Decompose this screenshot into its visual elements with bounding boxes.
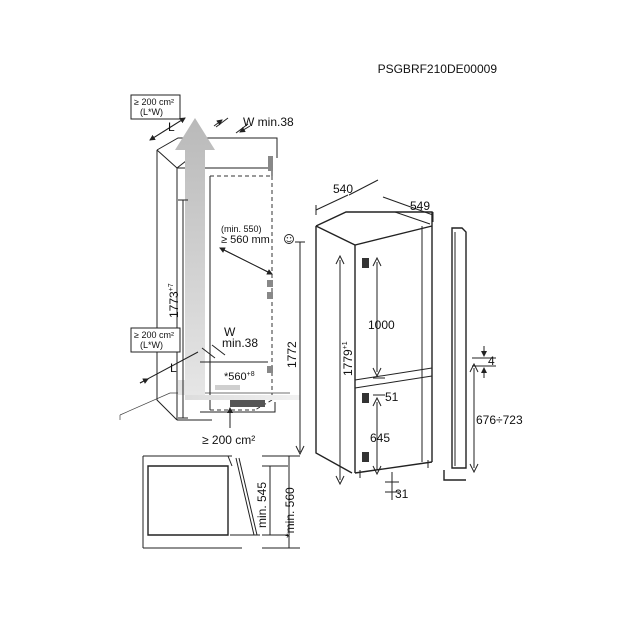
dim-l-bottom: L — [170, 361, 177, 375]
dim-w-top: W min.38 — [243, 115, 294, 129]
svg-text:(L*W): (L*W) — [140, 107, 163, 117]
dim-width: 540 — [333, 182, 353, 196]
dim-plan-min-545: min. 545 — [255, 482, 269, 528]
dim-appliance-height: 1779+1 — [341, 341, 355, 376]
dim-door-offset: 4 — [488, 354, 495, 368]
dim-l-top: L — [168, 120, 175, 134]
vent-top-label: ≥ 200 cm² (L*W) — [130, 94, 181, 120]
dim-w-bottom-min: min.38 — [222, 336, 258, 350]
dim-plan-min-560: *min. 560 — [283, 487, 297, 538]
vent-bottom-label: ≥ 200 cm² (L*W) — [130, 327, 181, 353]
diagram-code: PSGBRF210DE00009 — [378, 62, 498, 76]
door-panel-side — [443, 227, 467, 481]
dim-bottom: 31 — [395, 487, 409, 501]
smiley-icon — [284, 234, 294, 244]
dim-floor-vent: ≥ 200 cm² — [202, 433, 255, 447]
plan-view — [142, 455, 260, 549]
dim-install-height: 1772 — [285, 341, 299, 368]
dim-gap: 51 — [385, 390, 399, 404]
dim-depth-min: (min. 550) — [221, 224, 262, 234]
dim-hinge-range: 676÷723 — [476, 413, 523, 427]
svg-text:(L*W): (L*W) — [140, 340, 163, 350]
dim-depth-value: ≥ 560 mm — [221, 234, 270, 246]
dim-depth: 549 — [410, 199, 430, 213]
dim-niche-height: 1773+7 — [167, 283, 181, 318]
dim-freezer-door: 645 — [370, 431, 390, 445]
svg-text:≥ 200 cm²: ≥ 200 cm² — [134, 97, 174, 107]
dim-niche-width: *560+8 — [224, 371, 255, 383]
dim-fridge-door: 1000 — [368, 318, 395, 332]
svg-text:≥ 200 cm²: ≥ 200 cm² — [134, 330, 174, 340]
dim-w-bottom: W — [224, 325, 236, 339]
airflow-arrow — [175, 118, 300, 400]
